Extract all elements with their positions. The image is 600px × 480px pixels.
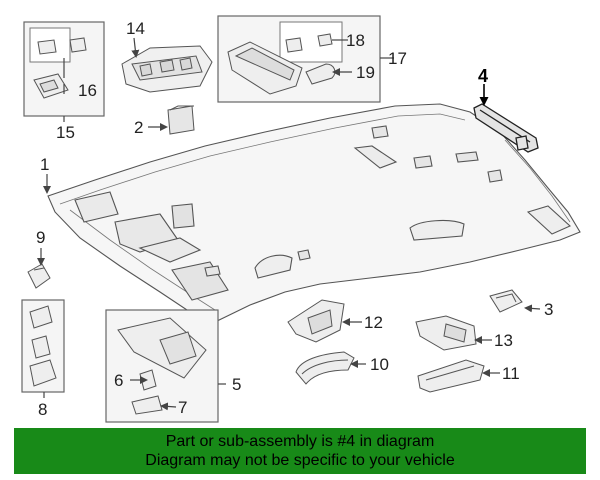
part-12-bracket [287, 299, 345, 343]
part-11-handle [417, 359, 485, 393]
callout-16: 16 [78, 81, 97, 100]
callout-17: 17 [388, 49, 407, 68]
part-17-box [217, 15, 381, 103]
callout-14: 14 [126, 19, 145, 38]
callout-9: 9 [36, 228, 45, 247]
callout-4: 4 [478, 66, 488, 86]
part-3-clip [489, 289, 523, 313]
callout-labels: 1 2 3 4 5 6 7 8 9 10 11 12 13 14 15 16 1… [36, 19, 553, 419]
part-8-box [21, 299, 65, 393]
headliner-panel [47, 103, 581, 323]
callout-8: 8 [38, 400, 47, 419]
callout-18: 18 [346, 31, 365, 50]
part-5-box [105, 309, 219, 423]
part-10-handle [295, 351, 355, 385]
part-13-bracket [415, 315, 477, 351]
callout-12: 12 [364, 313, 383, 332]
part-9-clip [27, 263, 51, 289]
diagram-canvas: 1 2 3 4 5 6 7 8 9 10 11 12 13 14 15 16 1… [21, 15, 581, 423]
callout-2: 2 [134, 118, 143, 137]
callout-1: 1 [40, 155, 49, 174]
banner-line-2: Diagram may not be specific to your vehi… [145, 452, 455, 469]
callout-11: 11 [502, 364, 520, 383]
callout-13: 13 [494, 331, 513, 350]
callout-5: 5 [232, 375, 241, 394]
callout-19: 19 [356, 63, 375, 82]
dome-lamp [121, 45, 213, 93]
callout-10: 10 [370, 355, 389, 374]
info-banner: Part or sub-assembly is #4 in diagram Di… [14, 428, 586, 474]
callout-7: 7 [178, 398, 187, 417]
banner-line-1: Part or sub-assembly is #4 in diagram [165, 433, 435, 450]
part-2-clip [167, 105, 195, 135]
callout-6: 6 [114, 371, 123, 390]
callout-15: 15 [56, 123, 75, 142]
leader-lines [37, 37, 541, 411]
callout-3: 3 [544, 300, 553, 319]
